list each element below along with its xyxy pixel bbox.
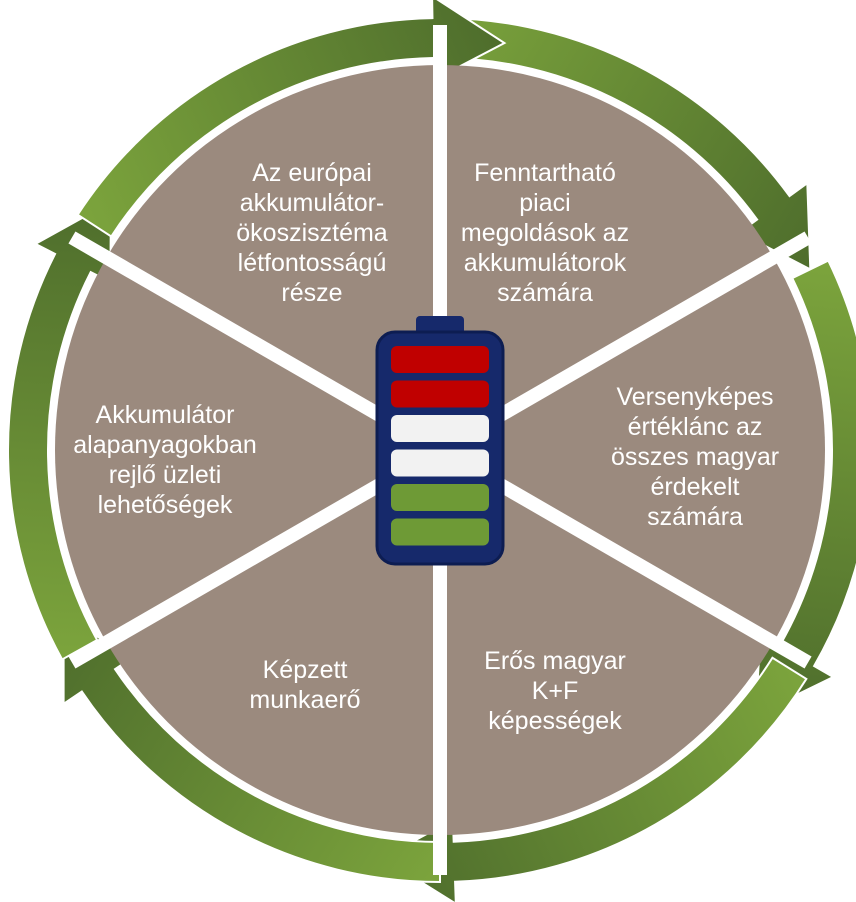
segment-label-bottom-left: Képzett munkaerő [230,650,380,720]
segment-line: ökoszisztéma [236,219,388,247]
segment-line: érdekelt [650,473,740,501]
segment-bottom-right [440,450,774,835]
segment-line: alapanyagokban [73,431,257,459]
segment-right [440,257,825,643]
segment-label-left: Akkumulátor alapanyagokban rejlő üzleti … [60,395,270,525]
segment-line: lehetőségek [97,491,233,519]
battery-cell-red [391,346,489,373]
segment-line: rejlő üzleti [108,461,222,489]
segment-line: létfontosságú [237,249,387,277]
segment-line: Erős magyar [484,647,626,675]
battery-cell-white [391,415,489,442]
battery-cell-green [391,518,489,546]
segment-line: K+F [531,677,579,705]
segment-line: képességek [488,707,622,735]
segment-label-top-right: Fenntartható piaci megoldások az akkumul… [455,148,635,318]
segment-label-bottom-right: Erős magyar K+F képességek [470,636,640,746]
segment-line: piaci [519,189,571,217]
segment-line: Képzett [262,656,348,684]
segment-label-top-left: Az európai akkumulátor- ökoszisztéma lét… [212,148,412,318]
segment-line: akkumulátorok [463,249,627,277]
segment-bottom-left [106,450,440,835]
battery-icon [375,316,505,566]
segment-wheel [54,65,825,835]
cycle-arrow [76,0,507,238]
segment-line: megoldások az [460,219,630,247]
segment-top-left [106,65,440,450]
segment-line: akkumulátor- [239,189,385,217]
battery-cell-green [391,484,489,511]
cycle-arrows [7,0,856,902]
segment-line: része [281,279,343,307]
segment-line: Az európai [252,159,372,187]
segment-top-right [440,65,774,450]
battery-cells [391,346,489,546]
segment-line: számára [647,503,743,531]
segment-line: Fenntartható [474,159,616,187]
segment-line: Versenyképes [616,383,774,411]
segment-line: munkaerő [249,686,361,714]
battery-cell-white [391,449,489,477]
segment-line: számára [497,279,593,307]
segment-line: értéklánc az [627,413,763,441]
segment-line: Akkumulátor [95,401,235,429]
battery-cell-red [391,380,489,408]
segment-left [54,257,440,643]
segment-line: összes magyar [610,443,780,471]
segment-label-right: Versenyképes értéklánc az összes magyar … [595,372,795,542]
